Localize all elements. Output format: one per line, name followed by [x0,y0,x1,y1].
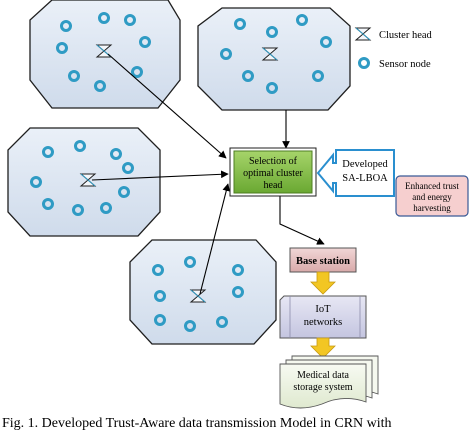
storage-line-1: Medical data [297,370,349,381]
legend-sensor-node-label: Sensor node [379,59,431,70]
connector-cluster1-to-selection [107,53,227,159]
sensor-node-icon [110,148,122,160]
cluster-head-icon [354,27,372,41]
enhanced-trust-box: Enhanced trust and energy harvesting [395,175,469,217]
sensor-node-icon [320,36,332,48]
sensor-node-icon [139,36,151,48]
legend: Cluster head Sensor node [354,27,433,70]
developed-line-1: Developed [342,159,388,170]
sensor-node-icon [124,14,136,26]
enhanced-line-2: and energy [412,192,452,202]
cluster-head-icon [79,173,97,187]
base-station-box: Base station [289,247,357,273]
sensor-node-icon [152,264,164,276]
medical-data-storage-box: Medical data storage system [279,355,379,409]
selection-box: Selection of optimal cluster head [229,147,317,197]
selection-line-3: head [264,180,283,191]
sensor-node-icon [30,176,42,188]
sensor-node-icon [131,66,143,78]
sensor-node-icon [266,82,278,94]
connector-selection-to-base-station [279,196,325,245]
enhanced-line-3: harvesting [413,203,451,213]
sensor-node-icon [184,256,196,268]
iot-line-2: networks [304,317,343,328]
sensor-node-icon [242,70,254,82]
sensor-node-icon [98,12,110,24]
sensor-node-icon [358,57,370,69]
yellow-arrow-base-to-iot [310,271,336,295]
cluster-head-icon [189,289,207,303]
figure-caption: Fig. 1. Developed Trust-Aware data trans… [2,416,392,431]
connector-cluster4-to-selection [199,183,231,295]
iot-networks-box: IoT networks [279,295,367,339]
selection-line-1: Selection of [249,156,298,167]
sensor-node-icon [68,70,80,82]
sensor-node-icon [216,316,228,328]
storage-line-2: storage system [293,382,352,393]
sensor-node-icon [72,204,84,216]
sensor-node-icon [296,14,308,26]
iot-line-1: IoT [315,304,331,315]
sensor-node-icon [232,264,244,276]
sensor-node-icon [266,26,278,38]
sensor-node-icon [312,70,324,82]
sensor-node-icon [234,18,246,30]
sensor-node-icon [118,186,130,198]
sensor-node-icon [154,314,166,326]
legend-cluster-head-label: Cluster head [379,30,433,41]
connector-cluster3-to-selection [91,170,229,181]
sensor-node-icon [184,320,196,332]
sensor-node-icon [42,146,54,158]
sensor-node-icon [60,20,72,32]
developed-sa-lboa-callout: Developed SA-LBOA [316,149,395,197]
sensor-node-icon [232,286,244,298]
enhanced-line-1: Enhanced trust [405,181,459,191]
trust-aware-network-diagram: Cluster head Sensor node Selection of op… [7,0,469,409]
sensor-node-icon [220,48,232,60]
sensor-node-icon [122,162,134,174]
sensor-node-icon [154,290,166,302]
sensor-node-icon [42,198,54,210]
sensor-node-icon [94,80,106,92]
sensor-node-icon [74,140,86,152]
selection-line-2: optimal cluster [243,168,303,179]
developed-line-2: SA-LBOA [342,173,388,184]
yellow-arrow-iot-to-storage [310,337,336,359]
sensor-node-icon [56,42,68,54]
base-station-label: Base station [296,256,350,267]
cluster-head-icon [261,47,279,61]
sensor-node-icon [100,202,112,214]
